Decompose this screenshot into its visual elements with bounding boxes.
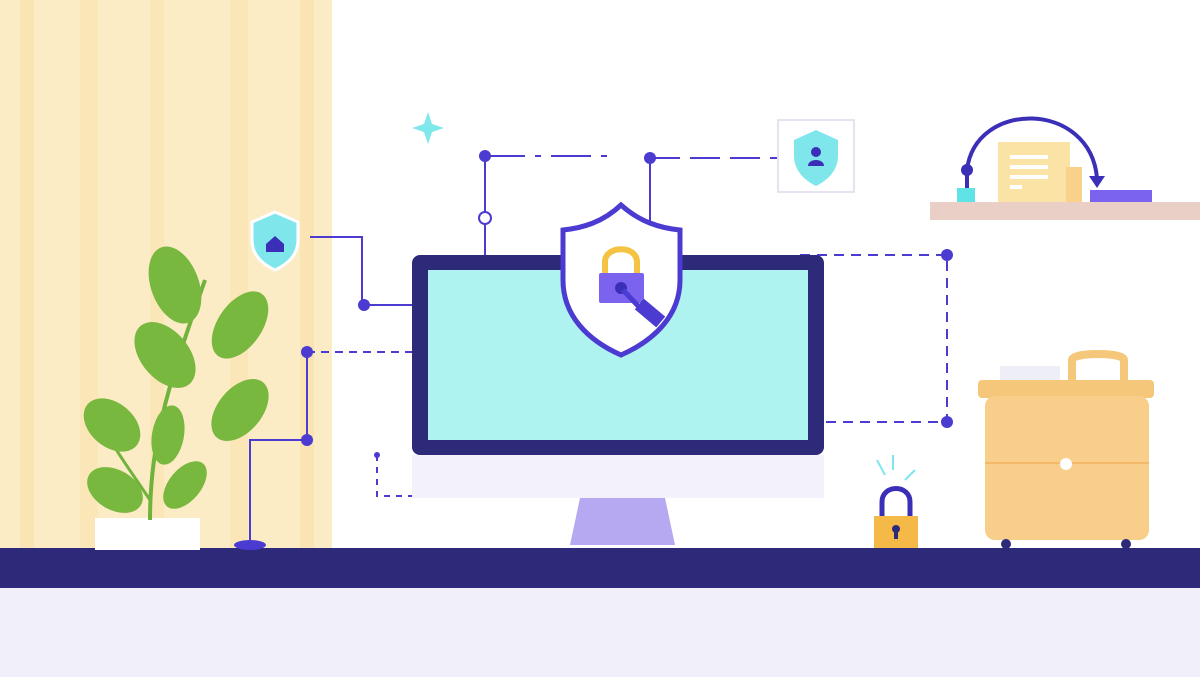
- document-icon: [998, 142, 1082, 202]
- network-nodes: [234, 150, 953, 550]
- padlock-icon: [874, 455, 918, 548]
- network-lines: [249, 155, 948, 540]
- sync-arrow-icon: [965, 116, 1099, 188]
- desk-top: [0, 548, 1200, 588]
- user-shield-icon: [777, 119, 855, 193]
- shelf: [930, 116, 1200, 220]
- floor: [0, 588, 1200, 677]
- cabinet-icon: [978, 350, 1154, 549]
- shield-lock-icon: [560, 201, 683, 358]
- plant-icon: [83, 246, 269, 550]
- sparkle-icon: [412, 112, 444, 144]
- home-shield-icon: [250, 210, 300, 272]
